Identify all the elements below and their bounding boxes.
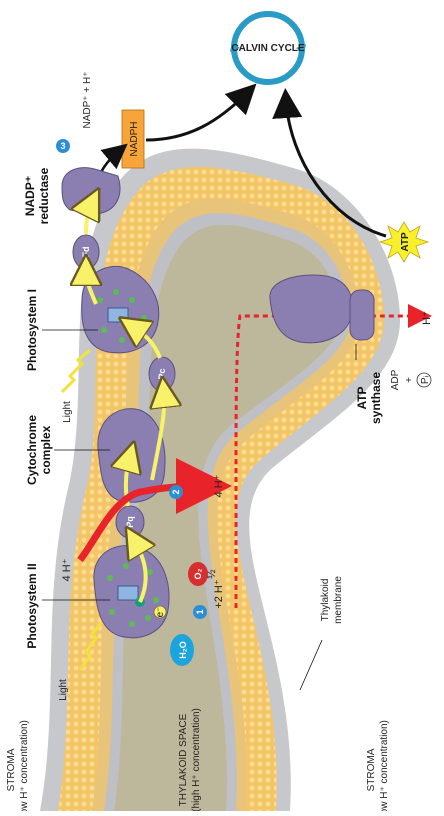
calvin-cycle-label: CALVIN CYCLE (231, 43, 304, 54)
plastocyanin: Pc (148, 356, 176, 392)
light-bolt-psi-icon (60, 348, 91, 394)
nadph-to-calvin-arrow (145, 83, 257, 142)
thylakoid-membrane-leader (299, 639, 323, 691)
atp-synthase-title: ATP (355, 386, 369, 409)
cytochrome-complex-title: Cytochrome (25, 415, 39, 485)
photosystem-i-label: Photosystem I (25, 289, 39, 371)
svg-text:THYLAKOID SPACE: THYLAKOID SPACE (178, 713, 189, 806)
svg-text:(low H⁺ concentration): (low H⁺ concentration) (379, 720, 390, 811)
electron-from-water: e⁻ (153, 605, 167, 619)
atp-synthase-subtitle: synthase (369, 372, 383, 424)
svg-text:STROMA: STROMA (6, 748, 17, 791)
four-h-mid-label: 4 H⁺ (213, 474, 225, 497)
svg-text:3: 3 (60, 141, 65, 151)
proton-pump-arrow (77, 458, 232, 563)
electron-flow-cyt-pc (152, 392, 164, 481)
stroma-top-label: STROMA (low H⁺ concentration) (6, 720, 30, 816)
nadp-reductase-subtitle: reductase (37, 167, 51, 224)
svg-text:Pq: Pq (125, 516, 135, 528)
electron-flow-pc-psi (132, 326, 162, 359)
atp-star: ATP (378, 221, 430, 263)
photosystem-ii-label: Photosystem II (25, 563, 39, 648)
svg-text:e⁻: e⁻ (155, 607, 166, 618)
cytochrome-complex-subtitle: complex (39, 425, 53, 474)
pi-label: Pᵢ (420, 375, 431, 384)
nadph: NADPH (121, 109, 145, 169)
ferredoxin: Fd (72, 234, 100, 270)
proton-flow-to-synthase (234, 304, 432, 608)
svg-text:H₂O: H₂O (178, 641, 188, 659)
calvin-cycle: CALVIN CYCLE (230, 11, 306, 85)
light-label-psii: Light (58, 679, 69, 701)
thylakoid-space-label: THYLAKOID SPACE (high H⁺ concentration) (178, 708, 202, 812)
svg-text:2: 2 (171, 489, 181, 494)
pi-label-group: Pᵢ (416, 372, 432, 388)
svg-text:O₂: O₂ (193, 568, 203, 579)
light-label-psi: Light (62, 401, 73, 423)
stroma-bottom-label: STROMA (low H⁺ concentration) (366, 720, 390, 816)
two-h-label: +2 H⁺ (213, 579, 225, 609)
svg-text:Pc: Pc (157, 368, 167, 379)
electron-flow-fd-reductase (86, 202, 92, 235)
svg-text:Fd: Fd (81, 247, 91, 258)
electron-flow-psi-fd (86, 270, 96, 305)
svg-text:(low H⁺ concentration): (low H⁺ concentration) (19, 720, 30, 811)
svg-text:ATP: ATP (400, 232, 411, 252)
step-3-marker: 3 (56, 139, 70, 153)
step-1-marker: 1 (193, 605, 207, 619)
atp-to-calvin-arrow (272, 88, 387, 238)
svg-text:(high H⁺ concentration): (high H⁺ concentration) (191, 708, 202, 811)
h2o-molecule: H₂O (170, 634, 194, 666)
thylakoid-membrane-label: Thylakoid membrane (320, 576, 344, 624)
h-plus-synthase: H⁺ (421, 311, 433, 325)
svg-text:1: 1 (195, 609, 205, 614)
atp-synthase (269, 274, 375, 344)
electron-flow-psii-pq (134, 540, 146, 603)
light-bolt-psii-icon (78, 621, 104, 671)
four-h-top-label: 4 H⁺ (61, 558, 73, 581)
nadph-label: NADPH (129, 121, 140, 156)
plastoquinone: Pq (115, 505, 145, 539)
adp-label: ADP (390, 369, 401, 390)
half-o2-label: ½ (206, 569, 218, 578)
adp-plus-label: + (404, 377, 415, 383)
svg-text:STROMA: STROMA (366, 748, 377, 791)
svg-text:Thylakoid: Thylakoid (320, 579, 331, 622)
nadp-reductase-title: NADP⁺ (23, 176, 37, 216)
nadp-reaction-label: NADP⁺ + H⁺ (82, 72, 93, 129)
o2-molecule: O₂ (188, 562, 208, 586)
step-2-marker: 2 (169, 485, 183, 499)
svg-text:membrane: membrane (333, 576, 344, 624)
